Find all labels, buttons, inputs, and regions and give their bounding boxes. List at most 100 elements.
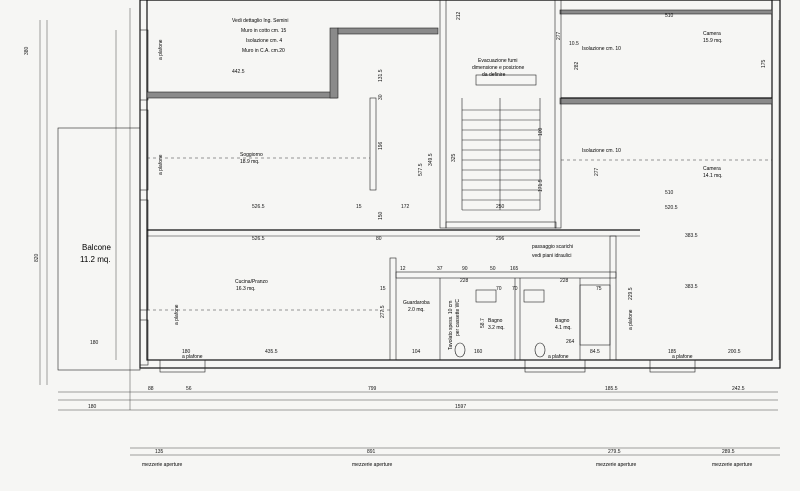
dim-opening-3: 279.5	[608, 449, 621, 455]
dim-misc-15: 75	[596, 286, 602, 292]
note-plafone-6: a plafone	[672, 354, 693, 360]
note-mezzerie-4: mezzerie aperture	[712, 462, 753, 468]
cucina-area: 16.3 mq.	[236, 286, 255, 292]
dim-bottom-3: 242.5	[732, 386, 745, 392]
dim-misc-28: 349.5	[428, 153, 434, 166]
dim-misc-30: 277	[556, 31, 562, 40]
note-dettaglio-3: Isolazione cm. 4	[246, 38, 282, 44]
dim-misc-41: 70	[512, 286, 518, 292]
dim-misc-5: 200.5	[728, 349, 741, 355]
dim-misc-39: 325	[451, 153, 457, 162]
dim-top-1: 442.5	[232, 69, 245, 75]
dim-total: 1597	[455, 404, 466, 410]
dim-bottom-5: 56	[186, 386, 192, 392]
dim-left-total: 820	[34, 253, 40, 262]
cucina-name: Cucina/Pranzo	[235, 279, 268, 285]
note-dettaglio-4: Muro in C.A. cm.20	[242, 48, 285, 54]
dim-misc-38: 10.5	[569, 41, 579, 47]
guardaroba-area: 2.0 mq.	[408, 307, 425, 313]
dim-misc-2: 160	[474, 349, 483, 355]
note-fumi-2: dimensione e posizione	[472, 65, 524, 71]
note-mezzerie-3: mezzerie aperture	[596, 462, 637, 468]
dim-misc-13: 37	[437, 266, 443, 272]
note-plafone-4: a plafone	[182, 354, 203, 360]
dim-misc-0: 180	[90, 340, 99, 346]
dim-left-upper: 380	[24, 46, 30, 55]
dim-misc-27: 577.5	[418, 163, 424, 176]
dim-misc-40: 15	[356, 204, 362, 210]
dim-misc-16: 58.7	[480, 318, 486, 328]
bagno1-name: Bagno	[488, 318, 503, 324]
note-tavolato-1: Tavolato spess. 10 cm	[448, 301, 454, 350]
dim-misc-23: 171.5	[538, 179, 544, 192]
dim-top-5: 510	[665, 13, 674, 19]
dim-misc-32: 250	[496, 204, 505, 210]
dim-misc-6: 185	[668, 349, 677, 355]
note-dettaglio-1: Vedi dettaglio Ing. Semini	[232, 18, 288, 24]
note-plafone-2: a plafone	[158, 154, 164, 175]
note-plafone-1: a plafone	[158, 39, 164, 60]
dim-top-8: 383.5	[685, 233, 698, 239]
camera1-area: 15.9 mq.	[703, 38, 722, 44]
dim-misc-9: 228	[560, 278, 569, 284]
dim-misc-10: 165	[510, 266, 519, 272]
dimension-labels: 442.5 526.5 526.5 435.5 510 510 520.5 38…	[24, 11, 767, 455]
dim-misc-24: 100	[538, 127, 544, 136]
note-plafone-5: a plafone	[548, 354, 569, 360]
note-fumi-3: da definire	[482, 72, 506, 78]
note-passaggio-2: vedi piani idraulici	[532, 253, 571, 259]
dim-misc-12: 50	[490, 266, 496, 272]
balcone-name: Balcone	[82, 243, 111, 252]
note-plafone-3: a plafone	[174, 304, 180, 325]
dim-misc-7: 180	[182, 349, 191, 355]
note-mezzerie-2: mezzerie aperture	[352, 462, 393, 468]
dim-misc-26: 131.5	[378, 69, 384, 82]
dim-opening-4: 289.5	[722, 449, 735, 455]
dim-misc-34: 172	[401, 204, 410, 210]
dim-misc-37: 80	[376, 236, 382, 242]
note-isolazione-2: Isolazione cm. 10	[582, 148, 621, 154]
bagno2-area: 4.1 mq.	[555, 325, 572, 331]
dim-misc-20: 277	[594, 167, 600, 176]
dimension-lines	[39, 8, 780, 456]
camera2-name: Camera	[703, 166, 721, 172]
dim-misc-21: 229.5	[628, 287, 634, 300]
camera2-area: 14.1 mq.	[703, 173, 722, 179]
dim-misc-18: 15	[380, 286, 386, 292]
dim-misc-25: 196	[378, 141, 384, 150]
dim-misc-11: 90	[462, 266, 468, 272]
balcone-area: 11.2 mq.	[80, 255, 111, 264]
note-mezzerie-1: mezzerie aperture	[142, 462, 183, 468]
dim-misc-29: 212	[456, 11, 462, 20]
dim-opening-1: 135	[155, 449, 164, 455]
dim-misc-31: 282	[574, 61, 580, 70]
dim-misc-17: 12	[400, 266, 406, 272]
dim-opening-2: 891	[367, 449, 376, 455]
dim-misc-35: 150	[378, 211, 384, 220]
note-passaggio-1: passaggio scarichi	[532, 244, 573, 250]
bagno1-area: 3.2 mq.	[488, 325, 505, 331]
note-isolazione-1: Isolazione cm. 10	[582, 46, 621, 52]
dim-misc-19: 277.5	[380, 305, 386, 318]
camera1-name: Camera	[703, 31, 721, 37]
dim-misc-22: 175	[761, 59, 767, 68]
dim-bottom-6: 180	[88, 404, 97, 410]
dim-misc-36: 30	[378, 94, 384, 100]
dim-top-4: 435.5	[265, 349, 278, 355]
note-tavolato-2: per cassette WC	[455, 299, 461, 336]
dim-top-9: 383.5	[685, 284, 698, 290]
dim-bottom-1: 799	[368, 386, 377, 392]
dim-misc-3: 264	[566, 339, 575, 345]
dim-top-6: 510	[665, 190, 674, 196]
dim-top-7: 520.5	[665, 205, 678, 211]
dim-bottom-2: 185.5	[605, 386, 618, 392]
room-labels: Balcone 11.2 mq. Soggiorno 18.9 mq. Cuci…	[80, 31, 722, 331]
note-fumi-1: Evacuazione fumi	[478, 58, 517, 64]
bagno2-name: Bagno	[555, 318, 570, 324]
notes: Vedi dettaglio Ing. Semini Muro in cotto…	[142, 18, 753, 468]
guardaroba-name: Guardaroba	[403, 300, 430, 306]
note-plafone-7: a plafone	[628, 309, 634, 330]
dim-misc-4: 84.5	[590, 349, 600, 355]
dim-misc-33: 296	[496, 236, 505, 242]
